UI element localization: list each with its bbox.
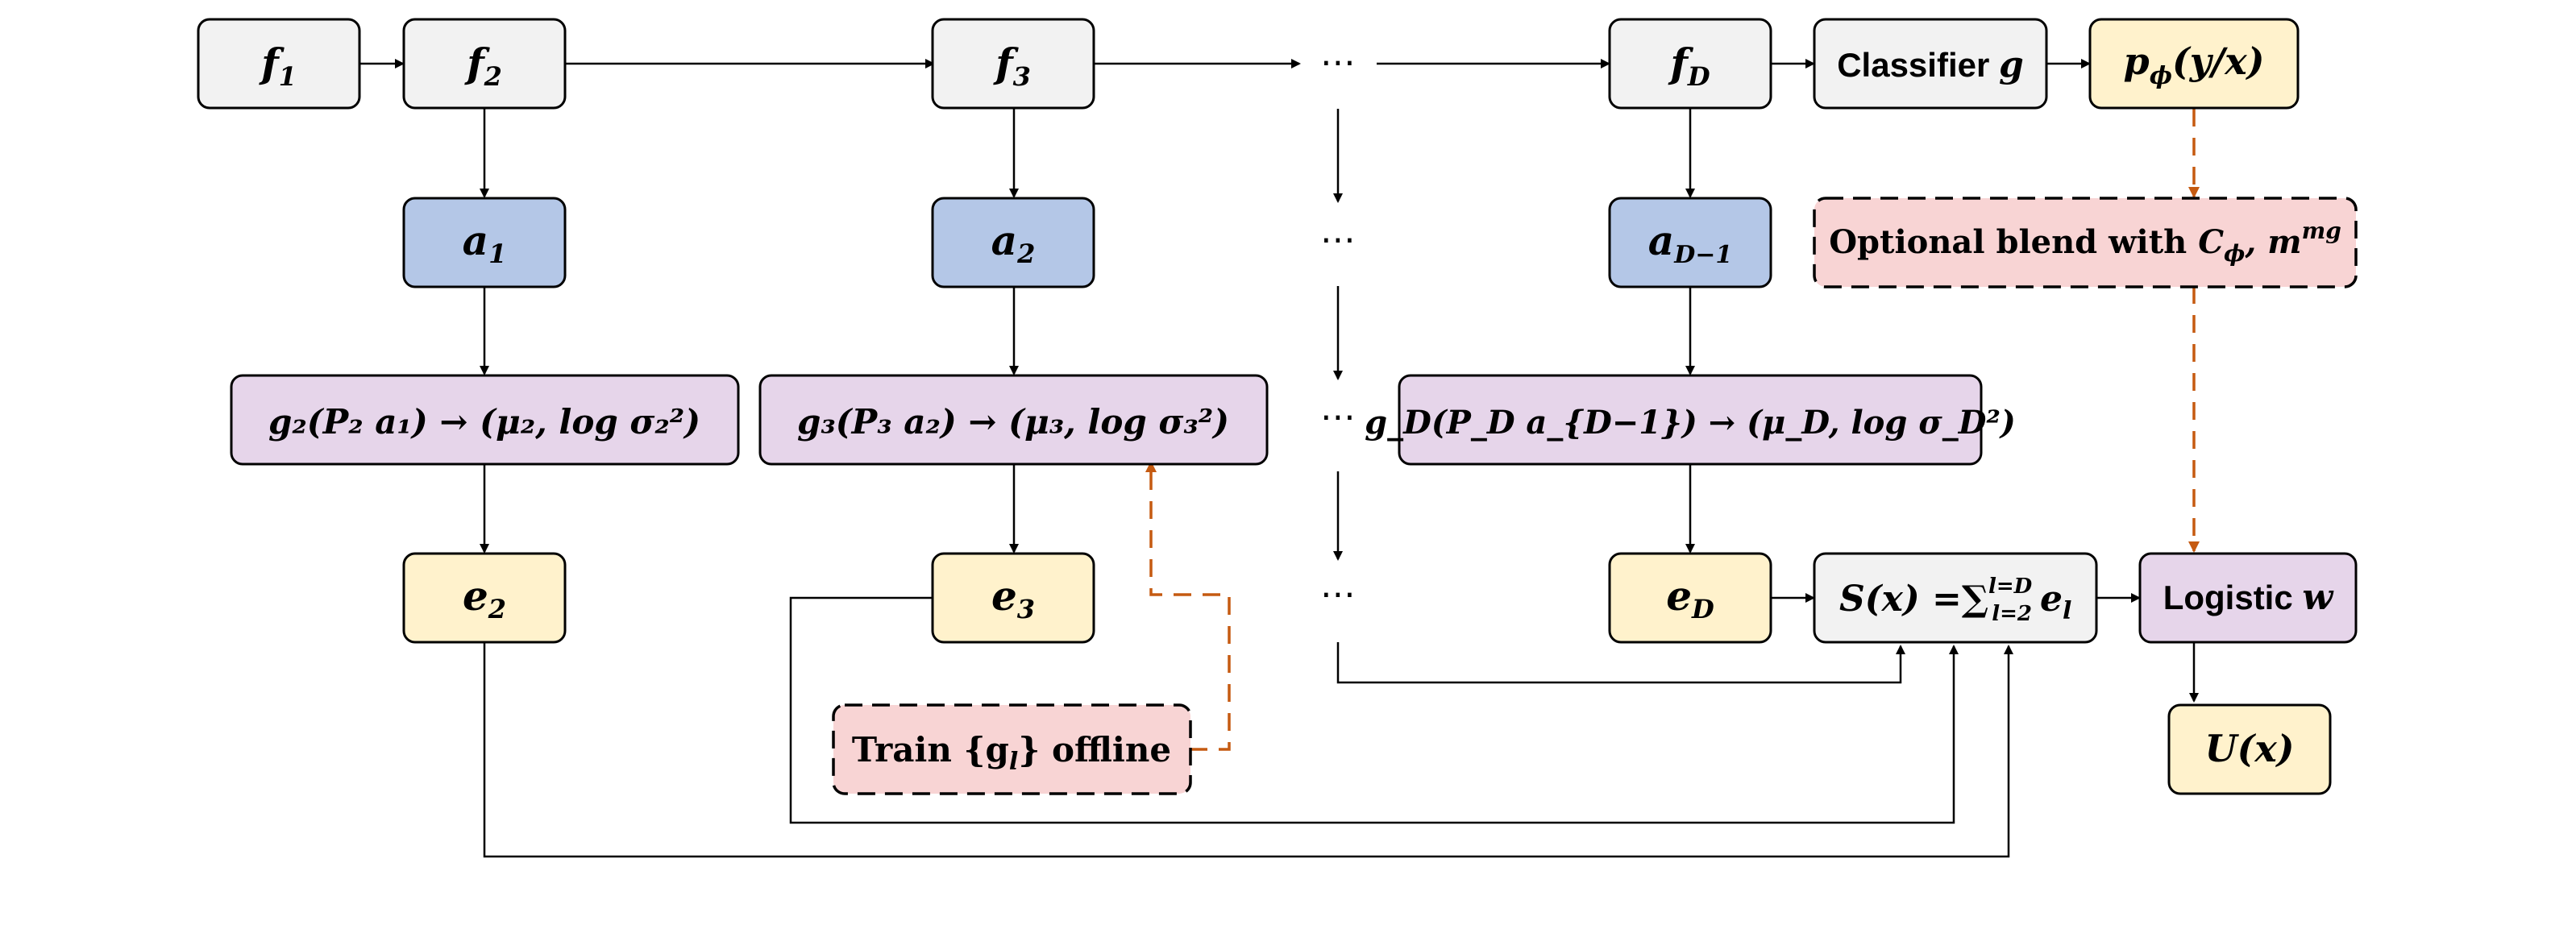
- node-f1: f1: [197, 18, 361, 110]
- svg-text:pϕ(y/x): pϕ(y/x): [2124, 39, 2265, 90]
- node-f3: f3: [931, 18, 1095, 110]
- dashed-connectors: [1145, 109, 2200, 751]
- svg-text:eD: eD: [1666, 572, 1714, 624]
- node-classifier: Classifier g: [1813, 18, 2048, 110]
- route-e2-score: [483, 643, 2013, 858]
- svg-text:e2: e2: [463, 572, 506, 624]
- node-fD: fD: [1608, 18, 1772, 110]
- svg-text:S(x) =∑l=Dl=2el: S(x) =∑l=Dl=2el: [1839, 574, 2071, 626]
- node-optional-blend: Optional blend with Cϕ, mmg: [1813, 197, 2358, 288]
- ellipsis-row1: ⋯: [1320, 42, 1356, 83]
- ellipsis-row4: ⋯: [1320, 574, 1356, 615]
- node-e2: e2: [402, 552, 567, 644]
- connectors: [359, 59, 2199, 858]
- node-train-offline: Train {gl} offline: [832, 703, 1192, 795]
- svg-text:Train {gl} offline: Train {gl} offline: [852, 730, 1171, 776]
- svg-text:U(x): U(x): [2204, 727, 2294, 770]
- route-e3-score: [789, 596, 1959, 824]
- node-g2: g₂(P₂ a₁) → (μ₂, log σ₂²): [230, 374, 740, 466]
- node-e3: e3: [931, 552, 1095, 644]
- svg-text:f3: f3: [993, 39, 1031, 92]
- node-g3: g₃(P₃ a₂) → (μ₃, log σ₃²): [758, 374, 1269, 466]
- ellipsis-row2: ⋯: [1320, 219, 1356, 260]
- node-logistic: Logistic w: [2138, 552, 2358, 644]
- svg-text:g_D(P_D a_{D−1}) → (μ_D, log σ: g_D(P_D a_{D−1}) → (μ_D, log σ_D²): [1365, 404, 2016, 442]
- node-uncertainty: U(x): [2167, 703, 2332, 795]
- svg-text:a1: a1: [463, 217, 507, 269]
- svg-text:g₂(P₂ a₁) → (μ₂, log σ₂²): g₂(P₂ a₁) → (μ₂, log σ₂²): [268, 402, 700, 442]
- svg-text:Classifier g: Classifier g: [1837, 44, 2024, 85]
- svg-text:e3: e3: [991, 572, 1035, 624]
- svg-text:f2: f2: [464, 39, 502, 92]
- svg-text:g₃(P₃ a₂) → (μ₃, log σ₃²): g₃(P₃ a₂) → (μ₃, log σ₃²): [797, 402, 1229, 442]
- node-aD: aD−1: [1608, 197, 1772, 288]
- node-gD: g_D(P_D a_{D−1}) → (μ_D, log σ_D²): [1365, 374, 2016, 466]
- node-f2: f2: [402, 18, 567, 110]
- node-eD: eD: [1608, 552, 1772, 644]
- node-a2: a2: [931, 197, 1095, 288]
- svg-text:a2: a2: [991, 217, 1036, 269]
- svg-text:aD−1: aD−1: [1648, 217, 1732, 269]
- svg-text:Optional blend with Cϕ, mmg: Optional blend with Cϕ, mmg: [1829, 218, 2341, 267]
- node-p-phi: pϕ(y/x): [2088, 18, 2300, 110]
- svg-text:Logistic w: Logistic w: [2163, 577, 2335, 618]
- route-dots-score: [1336, 642, 1905, 684]
- node-a1: a1: [402, 197, 567, 288]
- ellipsis-row3: ⋯: [1320, 396, 1356, 438]
